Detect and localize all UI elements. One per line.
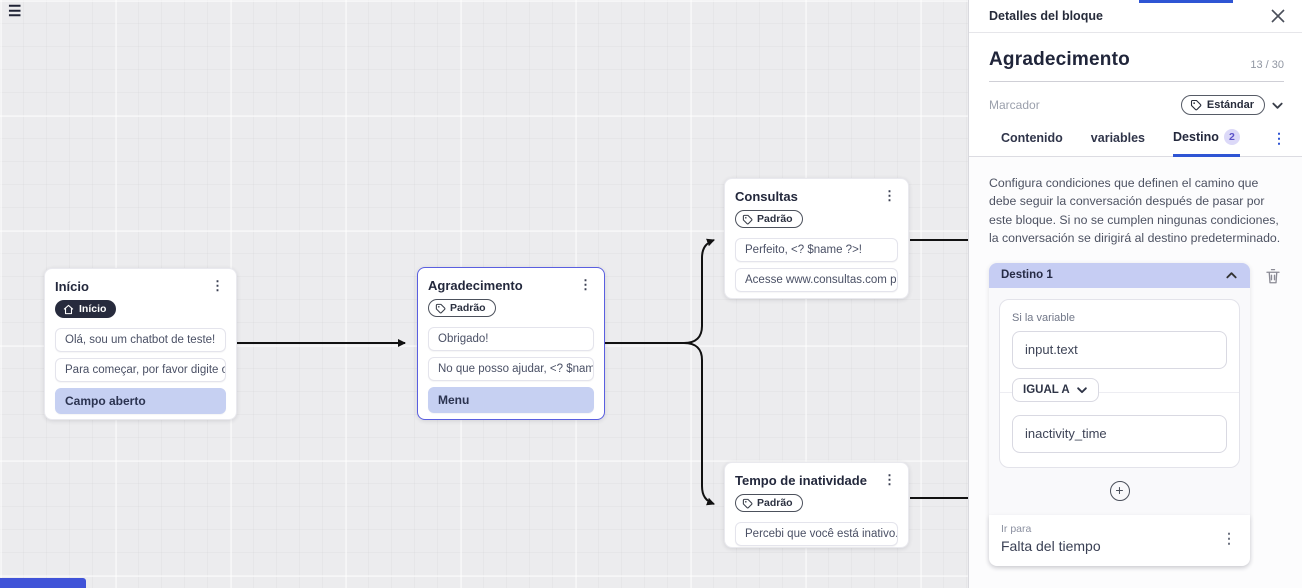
trash-icon[interactable] [1264,267,1282,285]
goto-target[interactable]: Falta del tiempo [1001,537,1101,554]
flow-node-tempo[interactable]: Tempo de inatividade ⋮ Padrão Percebi qu… [724,462,909,548]
tag-icon [742,214,753,224]
block-name-input[interactable]: Agradecimento [989,49,1130,70]
node-message-row[interactable]: Acesse www.consultas.com par... [735,267,898,292]
tabs-kebab-menu-icon[interactable]: ⋮ [1272,130,1286,146]
node-rows: Percebi que você está inativo. C... [735,521,898,546]
variable-input[interactable] [1012,330,1227,369]
edge-agradecimento-tempo [683,342,715,506]
node-message-row[interactable]: Obrigado! [428,326,594,351]
node-type-badge: Padrão [735,210,803,228]
destination-description: Configura condiciones que definen el cam… [989,176,1281,246]
flow-node-inicio[interactable]: Início ⋮ Início Olá, sou um chatbot de t… [44,268,237,420]
node-rows: Perfeito, <? $name ?>! Acesse www.consult… [735,237,898,292]
node-rows: Obrigado! No que posso ajudar, <? $name .… [428,326,594,413]
destination-card: Destino 1 Si la variable IGUAL A [989,262,1250,566]
marker-chip-label: Estándar [1206,99,1254,111]
node-kebab-menu-icon[interactable]: ⋮ [883,188,896,203]
condition-label: Si la variable [1012,311,1075,324]
node-title: Consultas [735,189,798,204]
node-type-badge: Padrão [735,494,803,512]
node-action-row[interactable]: Menu [428,386,594,413]
tab-destino[interactable]: Destino 2 [1173,129,1240,157]
node-type-badge: Padrão [428,299,496,317]
cropped-active-tab-underline [1139,0,1233,3]
char-count: 13 / 30 [1250,59,1284,71]
flow-canvas[interactable]: ☰ Início ⋮ Início Olá, sou um chatbot de… [0,0,968,588]
connection-edges [237,238,968,506]
chevron-down-icon [1076,387,1087,393]
tag-icon [435,303,446,313]
condition-card: Si la variable IGUAL A [999,298,1240,468]
panel-tabs: Contenido variables Destino 2 ⋮ [969,129,1302,157]
goto-label: Ir para [1001,522,1032,535]
marker-chip[interactable]: Estándar [1180,95,1265,115]
flow-node-agradecimento[interactable]: Agradecimento ⋮ Padrão Obrigado! No que p… [417,267,605,420]
chevron-up-icon[interactable] [1225,269,1238,282]
operator-dropdown[interactable]: IGUAL A [1012,377,1099,402]
node-title: Tempo de inatividade [735,473,867,488]
flow-node-consultas[interactable]: Consultas ⋮ Padrão Perfeito, <? $name ?>… [724,178,909,299]
node-rows: Olá, sou um chatbot de teste! Para começa… [55,327,226,414]
node-message-row[interactable]: Olá, sou um chatbot de teste! [55,327,226,352]
node-message-row[interactable]: Perfeito, <? $name ?>! [735,237,898,262]
node-message-row[interactable]: No que posso ajudar, <? $name ... [428,356,594,381]
tag-icon [1190,99,1202,111]
add-condition-button plus-circle-icon[interactable]: + [1109,480,1130,501]
destination-card-header[interactable]: Destino 1 [989,262,1250,288]
divider [1000,391,1239,393]
goto-section: Ir para Falta del tiempo ⋮ [989,514,1250,566]
node-title: Início [55,279,89,294]
node-title: Agradecimento [428,278,523,293]
node-action-row[interactable]: Campo aberto [55,387,226,414]
node-kebab-menu-icon[interactable]: ⋮ [579,277,592,292]
bottom-left-partial-element [0,578,86,588]
compare-value-input[interactable] [1012,414,1227,453]
chevron-down-icon[interactable] [1271,99,1284,112]
node-message-row[interactable]: Para começar, por favor digite o ... [55,357,226,382]
marker-label: Marcador [989,98,1040,112]
node-kebab-menu-icon[interactable]: ⋮ [883,472,896,487]
node-type-badge: Início [55,300,117,318]
close-icon[interactable] [1270,8,1286,24]
tab-variables[interactable]: variables [1090,131,1146,145]
canvas-menu-icon[interactable]: ☰ [8,3,22,20]
destino-count-badge: 2 [1223,129,1240,145]
block-details-panel: Detalles del bloque Agradecimento 13 / 3… [968,0,1302,588]
home-icon [63,304,74,314]
destination-title: Destino 1 [1001,269,1053,282]
panel-title: Detalles del bloque [989,9,1103,23]
node-message-row[interactable]: Percebi que você está inativo. C... [735,521,898,546]
node-kebab-menu-icon[interactable]: ⋮ [211,278,224,293]
tag-icon [742,498,753,508]
edge-agradecimento-consultas [683,238,715,344]
goto-kebab-menu-icon[interactable]: ⋮ [1222,529,1236,546]
tab-contenido[interactable]: Contenido [1001,131,1063,145]
